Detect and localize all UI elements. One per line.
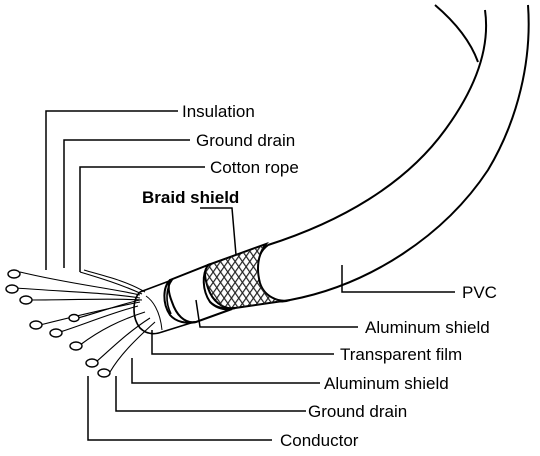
pvc-jacket-bottom-edge [290,5,529,300]
label-ground-drain-top: Ground drain [196,131,295,150]
label-braid-shield: Braid shield [142,188,239,207]
conductor-end [86,359,98,367]
label-conductor: Conductor [280,431,359,450]
conductor-end [30,321,42,329]
label-cotton-rope: Cotton rope [210,158,299,177]
leader-ground-drain-bottom [116,376,306,411]
pvc-jacket [257,5,528,301]
conductor-end [6,285,18,293]
label-pvc: PVC [462,283,497,302]
label-aluminum-shield-inner: Aluminum shield [324,374,449,393]
label-ground-drain-bottom: Ground drain [308,402,407,421]
conductor-end [50,329,62,337]
leader-transparent-film [152,330,334,354]
label-transparent-film: Transparent film [340,345,462,364]
conductor-end [8,270,20,278]
label-insulation: Insulation [182,102,255,121]
leader-braid-shield [200,208,236,255]
leader-aluminum-shield-inner [132,358,320,383]
pvc-jacket-top-edge [268,10,486,245]
pvc-jacket-rear-top [435,5,478,62]
conductor-end [98,369,110,377]
braid-shield-layer [202,244,290,309]
label-aluminum-shield-outer: Aluminum shield [365,318,490,337]
conductor-end [69,315,79,322]
conductor-end [20,296,32,304]
leader-cotton-rope [80,167,205,272]
conductor-end [70,342,82,350]
